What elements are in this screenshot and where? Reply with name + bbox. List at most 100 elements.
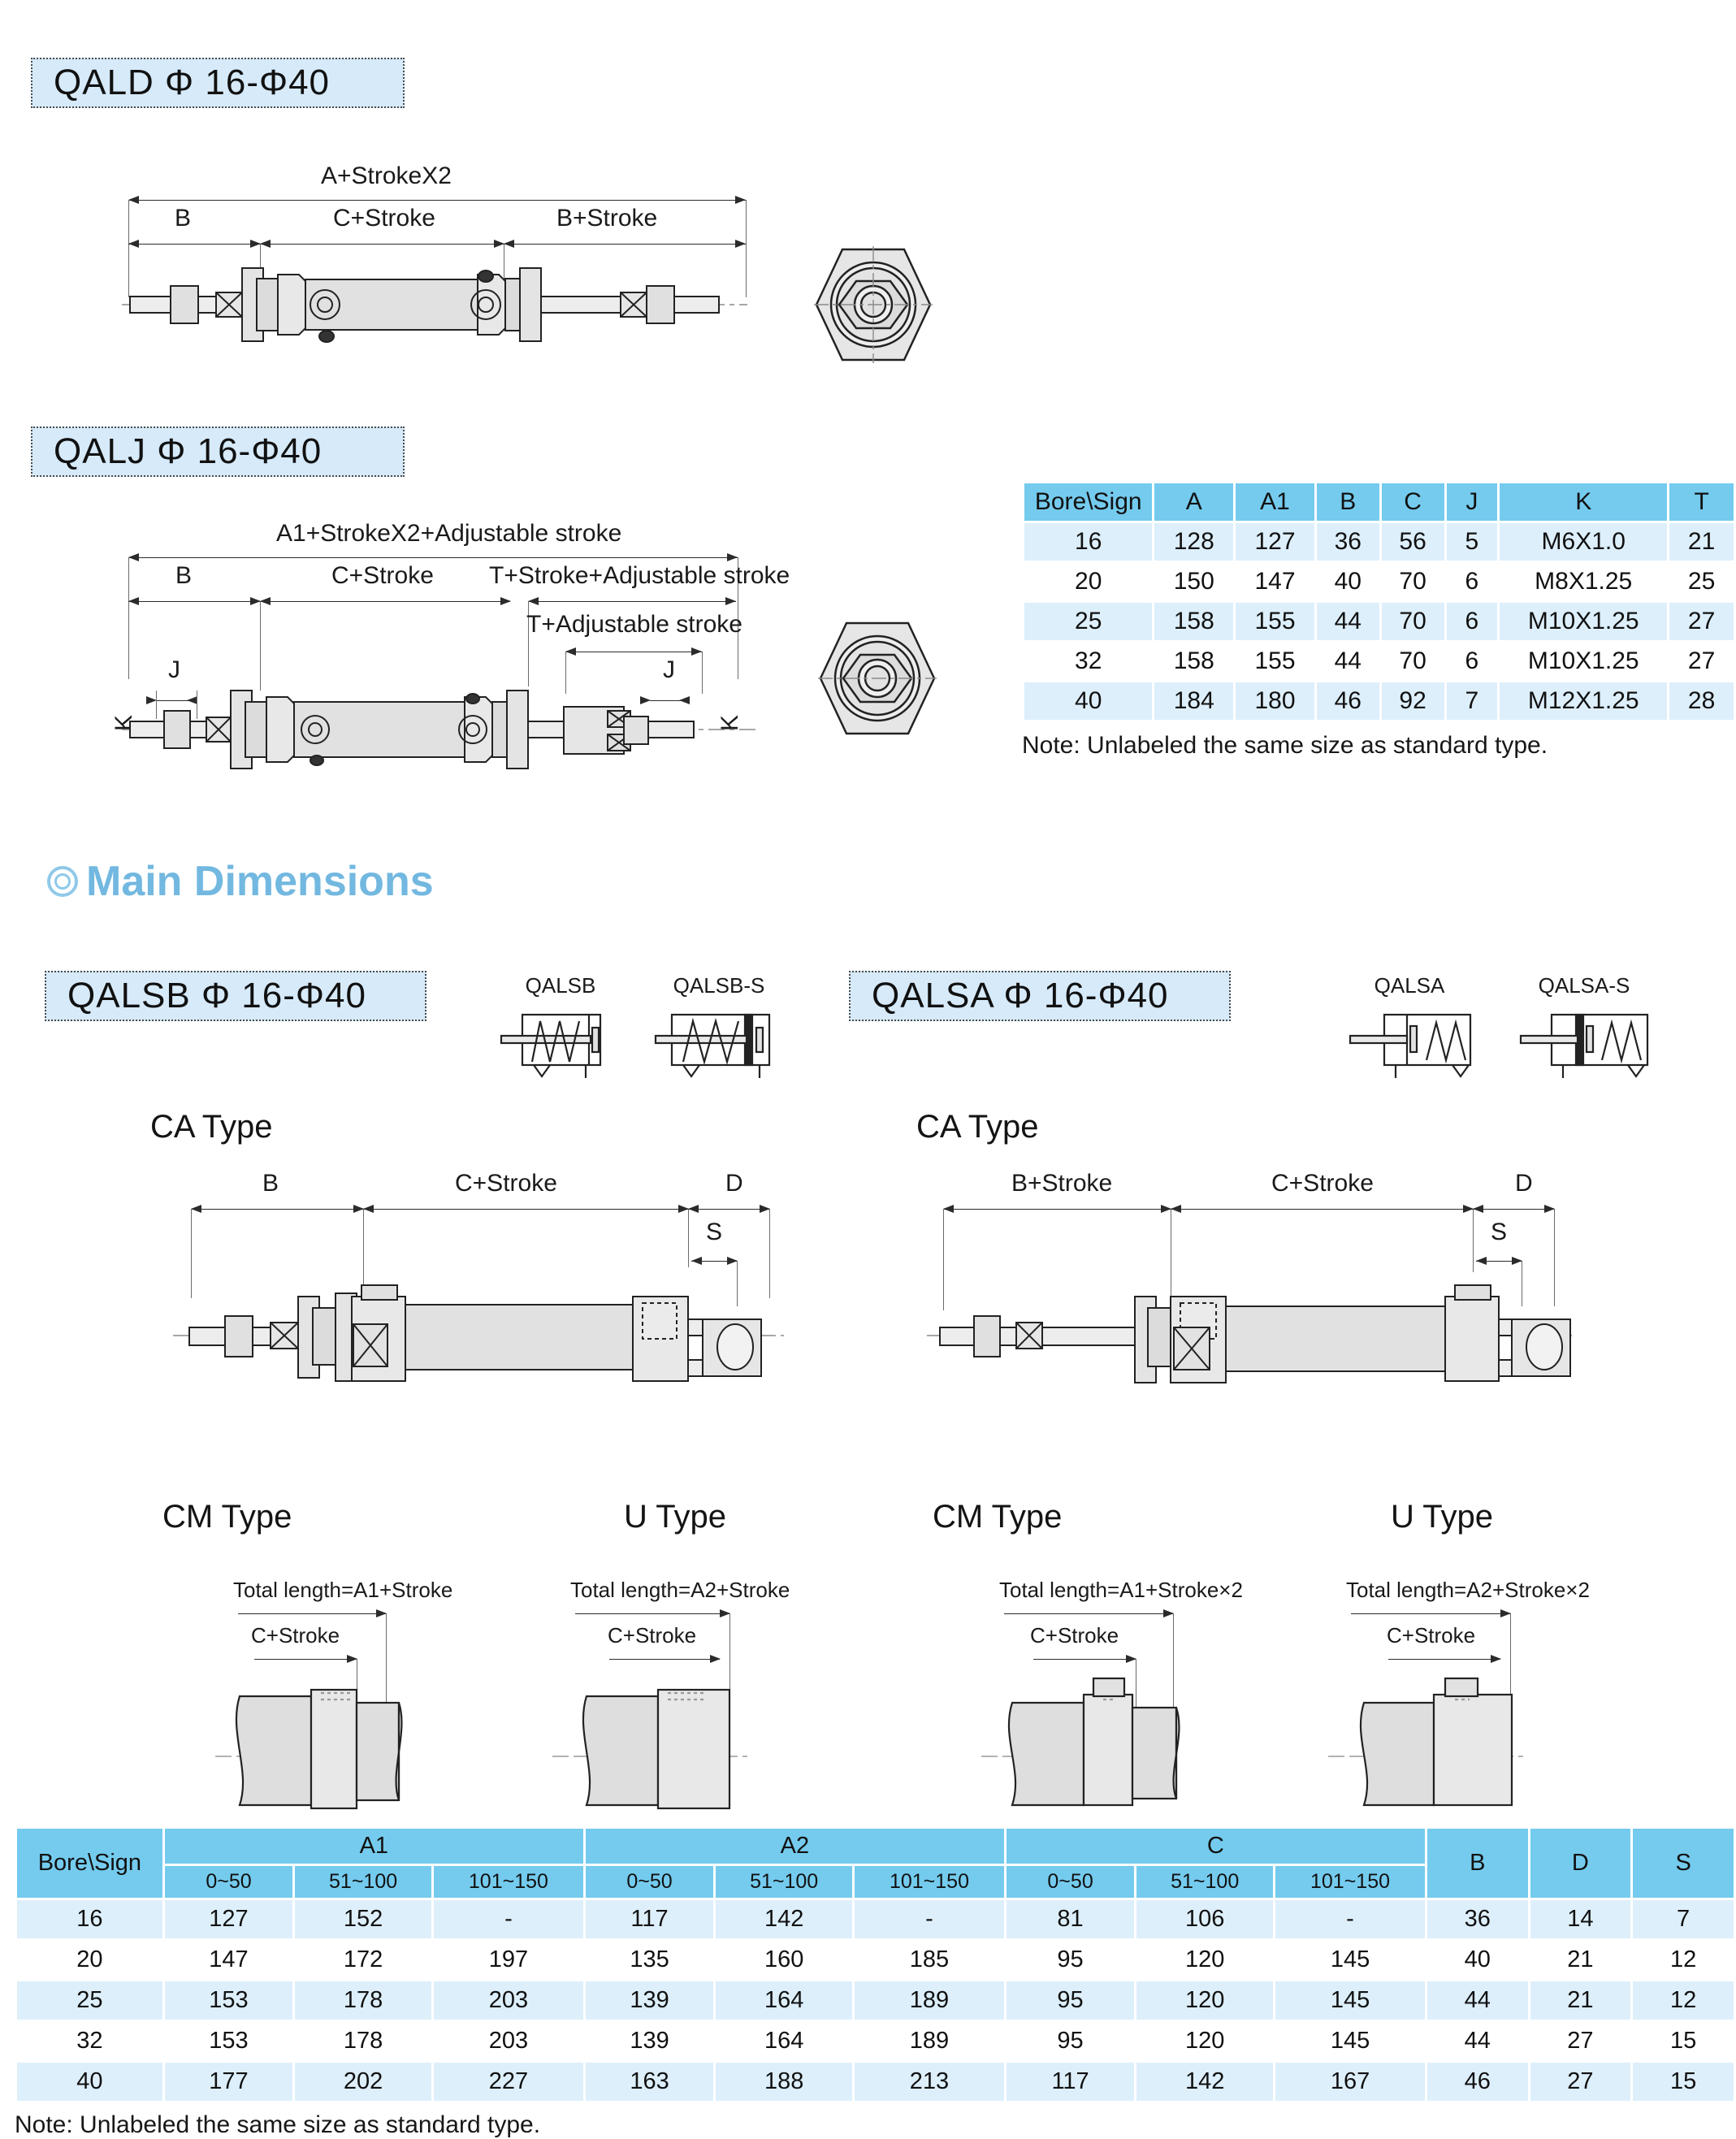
table-row: 32 153 178 203 139 164 189 95 120 145 44… xyxy=(17,2022,1734,2060)
cell-a1-101-150: 203 xyxy=(434,2022,583,2060)
section-title-qald-label: QALD Φ 16-Φ40 xyxy=(54,63,331,102)
ca-type-left-heading: CA Type xyxy=(150,1109,273,1145)
cell-a1-51-100: 202 xyxy=(295,2063,432,2101)
cm-left-total-label: Total length=A1+Stroke xyxy=(233,1578,453,1602)
symbol-qalsb-s: QALSB-S xyxy=(654,973,792,1080)
qalj-dim-b-label: B xyxy=(175,562,193,589)
th-t: T xyxy=(1669,483,1734,521)
cell-b: 40 xyxy=(1426,1941,1528,1979)
symbol-qalsa-s-label: QALSA-S xyxy=(1538,973,1630,998)
u-right-total-label: Total length=A2+Stroke×2 xyxy=(1346,1578,1590,1602)
cell-k: M10X1.25 xyxy=(1500,603,1668,640)
ca-left-dim-s-label: S xyxy=(706,1219,723,1245)
cell-c-101-150: 145 xyxy=(1275,1981,1425,2020)
table-header-row: Bore\Sign A A1 B C J K T xyxy=(1024,483,1734,521)
cell-c: 70 xyxy=(1381,643,1444,680)
cell-c-51-100: 106 xyxy=(1136,1900,1274,1938)
cell-a2-51-100: 164 xyxy=(716,2022,853,2060)
bottom-table-note: Note: Unlabeled the same size as standar… xyxy=(15,2111,541,2138)
th-s: S xyxy=(1633,1829,1734,1898)
cell-s: 12 xyxy=(1633,1981,1734,2020)
th-a2-51-100: 51~100 xyxy=(716,1866,853,1898)
qalj-dim-t-stroke-adj-label: T+Stroke+Adjustable stroke xyxy=(489,562,790,589)
top-dimension-table: Bore\Sign A A1 B C J K T 16 128 127 36 5… xyxy=(1022,481,1736,722)
cell-a1-51-100: 172 xyxy=(295,1941,432,1979)
th-group-c: C xyxy=(1006,1829,1425,1864)
cell-b: 46 xyxy=(1426,2063,1528,2101)
symbol-qalsb-label: QALSB xyxy=(525,973,596,998)
table-header-row-group: Bore\Sign A1 A2 C B D S xyxy=(17,1829,1734,1898)
top-table-note: Note: Unlabeled the same size as standar… xyxy=(1022,732,1548,759)
table-row: 16 127 152 - 117 142 - 81 106 - 36 14 7 xyxy=(17,1900,1734,1938)
qalj-drawing: A1+StrokeX2+Adjustable stroke B C+Stroke… xyxy=(110,520,877,769)
cell-a1-101-150: 203 xyxy=(434,1981,583,2020)
section-title-qalj-label: QALJ Φ 16-Φ40 xyxy=(54,431,323,471)
cell-a: 158 xyxy=(1154,603,1234,640)
cell-a1-0-50: 153 xyxy=(164,1981,293,2020)
main-dimensions-label: Main Dimensions xyxy=(86,858,434,905)
qalj-dim-total-label: A1+StrokeX2+Adjustable stroke xyxy=(276,520,622,547)
cell-a: 150 xyxy=(1154,563,1234,600)
cell-c: 70 xyxy=(1381,603,1444,640)
cm-right-c-label: C+Stroke xyxy=(1030,1623,1119,1648)
th-group-a2: A2 xyxy=(585,1829,1004,1864)
symbol-qalsb-s-label: QALSB-S xyxy=(673,973,765,998)
th-d: D xyxy=(1530,1829,1631,1898)
cell-a1-101-150: 197 xyxy=(434,1941,583,1979)
cell-a2-101-150: 185 xyxy=(855,1941,1004,1979)
qald-dim-b-label: B xyxy=(175,205,192,232)
table-row: 20 150 147 40 70 6 M8X1.25 25 xyxy=(1024,563,1734,600)
table-row: 25 158 155 44 70 6 M10X1.25 27 xyxy=(1024,603,1734,640)
ca-right-dim-c-label: C+Stroke xyxy=(1271,1170,1374,1197)
cell-bore: 40 xyxy=(1024,682,1153,720)
cell-a2-0-50: 163 xyxy=(585,2063,714,2101)
section-title-qalsa: QALSA Φ 16-Φ40 xyxy=(849,971,1231,1021)
u-type-left-drawing: Total length=A2+Stroke C+Stroke xyxy=(552,1578,829,1810)
cell-b: 44 xyxy=(1316,643,1379,680)
qalj-dim-j-right-label: J xyxy=(663,656,675,683)
ca-left-dim-b-label: B xyxy=(262,1170,279,1197)
cell-a2-0-50: 139 xyxy=(585,2022,714,2060)
cell-t: 27 xyxy=(1669,603,1734,640)
ring-icon xyxy=(47,866,78,897)
cell-k: M12X1.25 xyxy=(1500,682,1668,720)
cm-type-left-drawing: Total length=A1+Stroke C+Stroke xyxy=(215,1578,491,1810)
cm-type-right-heading: CM Type xyxy=(933,1499,1063,1535)
cell-bore: 20 xyxy=(17,1941,162,1979)
cell-d: 21 xyxy=(1530,1981,1631,2020)
cell-k: M6X1.0 xyxy=(1500,523,1668,561)
th-c-0-50: 0~50 xyxy=(1006,1866,1135,1898)
cell-k: M8X1.25 xyxy=(1500,563,1668,600)
qalj-dim-c-label: C+Stroke xyxy=(331,562,434,589)
cell-c: 70 xyxy=(1381,563,1444,600)
cell-c-0-50: 117 xyxy=(1006,2063,1135,2101)
table-row: 32 158 155 44 70 6 M10X1.25 27 xyxy=(1024,643,1734,680)
cell-d: 21 xyxy=(1530,1941,1631,1979)
symbol-qalsa: QALSA xyxy=(1349,973,1478,1080)
section-title-qalsa-label: QALSA Φ 16-Φ40 xyxy=(872,976,1169,1015)
cell-c-101-150: 145 xyxy=(1275,1941,1425,1979)
th-bore-sign: Bore\Sign xyxy=(1024,483,1153,521)
cell-c: 56 xyxy=(1381,523,1444,561)
cell-bore: 32 xyxy=(17,2022,162,2060)
cell-a2-51-100: 160 xyxy=(716,1941,853,1979)
top-dimension-table-wrap: Bore\Sign A A1 B C J K T 16 128 127 36 5… xyxy=(1022,481,1736,760)
cell-a: 184 xyxy=(1154,682,1234,720)
cell-a: 128 xyxy=(1154,523,1234,561)
th-b: B xyxy=(1316,483,1379,521)
cell-bore: 25 xyxy=(17,1981,162,2020)
u-right-c-label: C+Stroke xyxy=(1387,1623,1476,1648)
table-row: 20 147 172 197 135 160 185 95 120 145 40… xyxy=(17,1941,1734,1979)
cell-a1-0-50: 177 xyxy=(164,2063,293,2101)
qalj-dim-t-adj-label: T+Adjustable stroke xyxy=(526,611,742,638)
u-type-right-drawing: Total length=A2+Stroke×2 C+Stroke xyxy=(1328,1578,1621,1807)
qald-end-view xyxy=(812,240,934,370)
ca-right-dim-b-label: B+Stroke xyxy=(1011,1170,1113,1197)
ca-right-dim-d-label: D xyxy=(1515,1170,1533,1197)
cell-s: 12 xyxy=(1633,1941,1734,1979)
cell-a1-101-150: 227 xyxy=(434,2063,583,2101)
cell-c-0-50: 95 xyxy=(1006,2022,1135,2060)
th-a1-51-100: 51~100 xyxy=(295,1866,432,1898)
cell-a2-0-50: 117 xyxy=(585,1900,714,1938)
u-left-c-label: C+Stroke xyxy=(608,1623,697,1648)
